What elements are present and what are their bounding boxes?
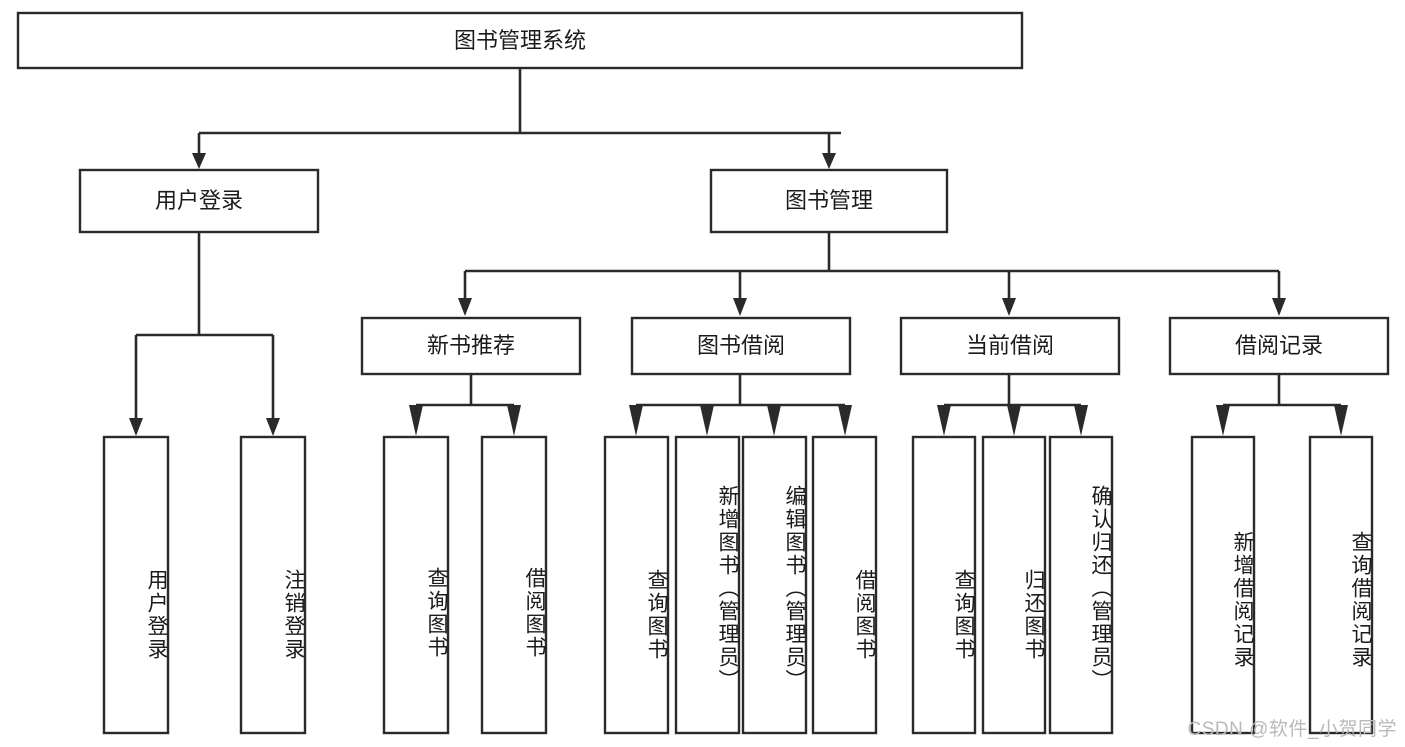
connector-group-user-login [129, 232, 280, 436]
node-box-user-login[interactable] [78, 168, 320, 234]
node-box-current-borrow[interactable] [899, 316, 1121, 376]
connector-group-root [192, 68, 841, 169]
arrow-head-leaf-query-borrow-record [1334, 405, 1348, 436]
arrow-head-leaf-return-book [1007, 405, 1021, 436]
arrow-head-leaf-borrow-book-2 [838, 405, 852, 436]
connector-group-new-book-recommend [409, 374, 521, 436]
node-box-root[interactable] [16, 11, 1024, 70]
arrow-head-leaf-edit-book-admin [767, 405, 781, 436]
connector-group-current-borrow [937, 374, 1088, 436]
node-label-root: 图书管理系统 [454, 28, 586, 53]
watermark-text: CSDN @软件_小贺同学 [1187, 719, 1397, 740]
node-box-leaf-borrow-book-2[interactable] [811, 435, 878, 735]
arrow-head-leaf-user-logout [266, 418, 280, 436]
node-box-leaf-query-book-2[interactable] [603, 435, 670, 735]
node-box-leaf-confirm-return-admin[interactable] [1048, 435, 1114, 735]
arrow-head-new-book-recommend [458, 298, 472, 316]
node-label-book-borrow: 图书借阅 [697, 333, 785, 358]
arrow-head-book-management [822, 153, 836, 169]
node-label-user-login: 用户登录 [155, 188, 243, 213]
node-box-leaf-return-book[interactable] [981, 435, 1047, 735]
node-box-leaf-query-borrow-record[interactable] [1308, 435, 1374, 735]
node-label-current-borrow: 当前借阅 [966, 333, 1054, 358]
node-box-book-borrow[interactable] [630, 316, 852, 376]
node-box-leaf-query-book-1[interactable] [382, 435, 450, 735]
node-box-leaf-add-book-admin[interactable] [674, 435, 741, 735]
connector-group-book-management [458, 232, 1286, 316]
arrow-head-borrow-record [1272, 298, 1286, 316]
node-label-new-book-recommend: 新书推荐 [427, 333, 515, 358]
arrow-head-leaf-query-book-1 [409, 405, 423, 436]
node-box-leaf-borrow-book-1[interactable] [480, 435, 548, 735]
arrow-head-current-borrow [1002, 298, 1016, 316]
connector-group-borrow-record [1216, 374, 1348, 436]
arrow-head-user-login [192, 153, 206, 169]
arrow-head-leaf-confirm-return-admin [1074, 405, 1088, 436]
node-box-new-book-recommend[interactable] [360, 316, 582, 376]
node-box-borrow-record[interactable] [1168, 316, 1390, 376]
node-box-book-management[interactable] [709, 168, 949, 234]
node-label-book-management: 图书管理 [785, 188, 873, 213]
arrow-head-leaf-add-borrow-record [1216, 405, 1230, 436]
node-box-leaf-query-book-3[interactable] [911, 435, 977, 735]
arrow-head-leaf-user-login [129, 418, 143, 436]
node-box-leaf-edit-book-admin[interactable] [741, 435, 808, 735]
connector-group-book-borrow [629, 374, 852, 436]
arrow-head-leaf-add-book-admin [700, 405, 714, 436]
arrow-head-book-borrow [733, 298, 747, 316]
arrow-head-leaf-query-book-2 [629, 405, 643, 436]
arrow-head-leaf-borrow-book-1 [507, 405, 521, 436]
node-box-leaf-user-login[interactable] [102, 435, 170, 735]
node-box-leaf-add-borrow-record[interactable] [1190, 435, 1256, 735]
node-box-leaf-user-logout[interactable] [239, 435, 307, 735]
node-label-borrow-record: 借阅记录 [1235, 333, 1323, 358]
arrow-head-leaf-query-book-3 [937, 405, 951, 436]
